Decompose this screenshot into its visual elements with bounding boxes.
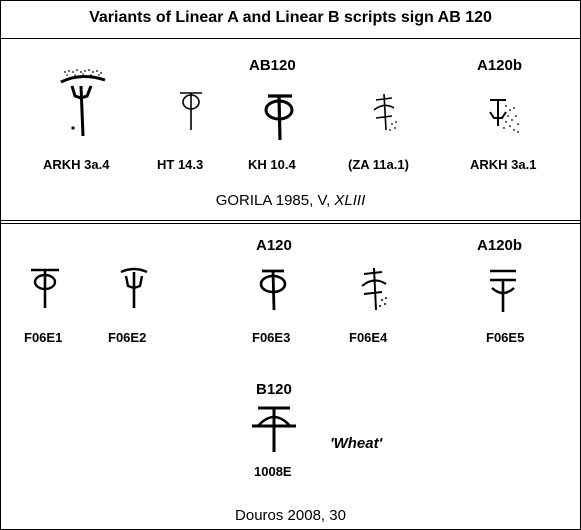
label-kh-10-4: KH 10.4 [248, 157, 296, 172]
glyph-f06e2 [120, 267, 148, 308]
section-divider [0, 220, 581, 224]
heading-a120: A120 [256, 237, 292, 254]
glyph-ht-14-3 [180, 92, 202, 130]
label-f06e4: F06E4 [349, 330, 388, 345]
heading-a120b-top: A120b [477, 57, 523, 74]
glyph-f06e1 [31, 268, 59, 308]
glyph-f06e4 [361, 267, 387, 311]
source-gorila: GORILA 1985, V, XLIII [0, 193, 581, 209]
source-gorila-italic: XLIII [334, 192, 366, 209]
label-arkh-3a1: ARKH 3a.1 [470, 157, 537, 172]
source-gorila-main: GORILA 1985, V, [215, 192, 335, 209]
label-za-11a1: (ZA 11a.1) [348, 157, 409, 172]
glyph-f06e3 [259, 269, 287, 311]
label-1008e: 1008E [254, 464, 292, 479]
heading-b120: B120 [256, 381, 292, 398]
figure-title: Variants of Linear A and Linear B script… [89, 9, 492, 26]
label-ht-14-3: HT 14.3 [157, 157, 204, 172]
heading-ab120: AB120 [249, 57, 296, 74]
heading-a120b-bottom: A120b [477, 237, 523, 254]
glyph-arkh-3a1 [489, 99, 519, 133]
glyph-za-11a1 [373, 93, 397, 131]
meaning-wheat: 'Wheat' [330, 435, 383, 452]
glyph-arkh-3a4 [60, 69, 106, 137]
glyph-kh-10-4 [264, 94, 294, 141]
source-douros: Douros 2008, 30 [235, 507, 346, 524]
label-f06e5: F06E5 [486, 330, 525, 345]
title-divider [0, 38, 581, 39]
glyph-f06e5 [490, 269, 516, 312]
label-f06e1: F06E1 [24, 330, 63, 345]
label-f06e3: F06E3 [252, 330, 291, 345]
label-arkh-3a4: ARKH 3a.4 [43, 157, 110, 172]
label-f06e2: F06E2 [108, 330, 147, 345]
glyph-1008e [252, 406, 296, 452]
